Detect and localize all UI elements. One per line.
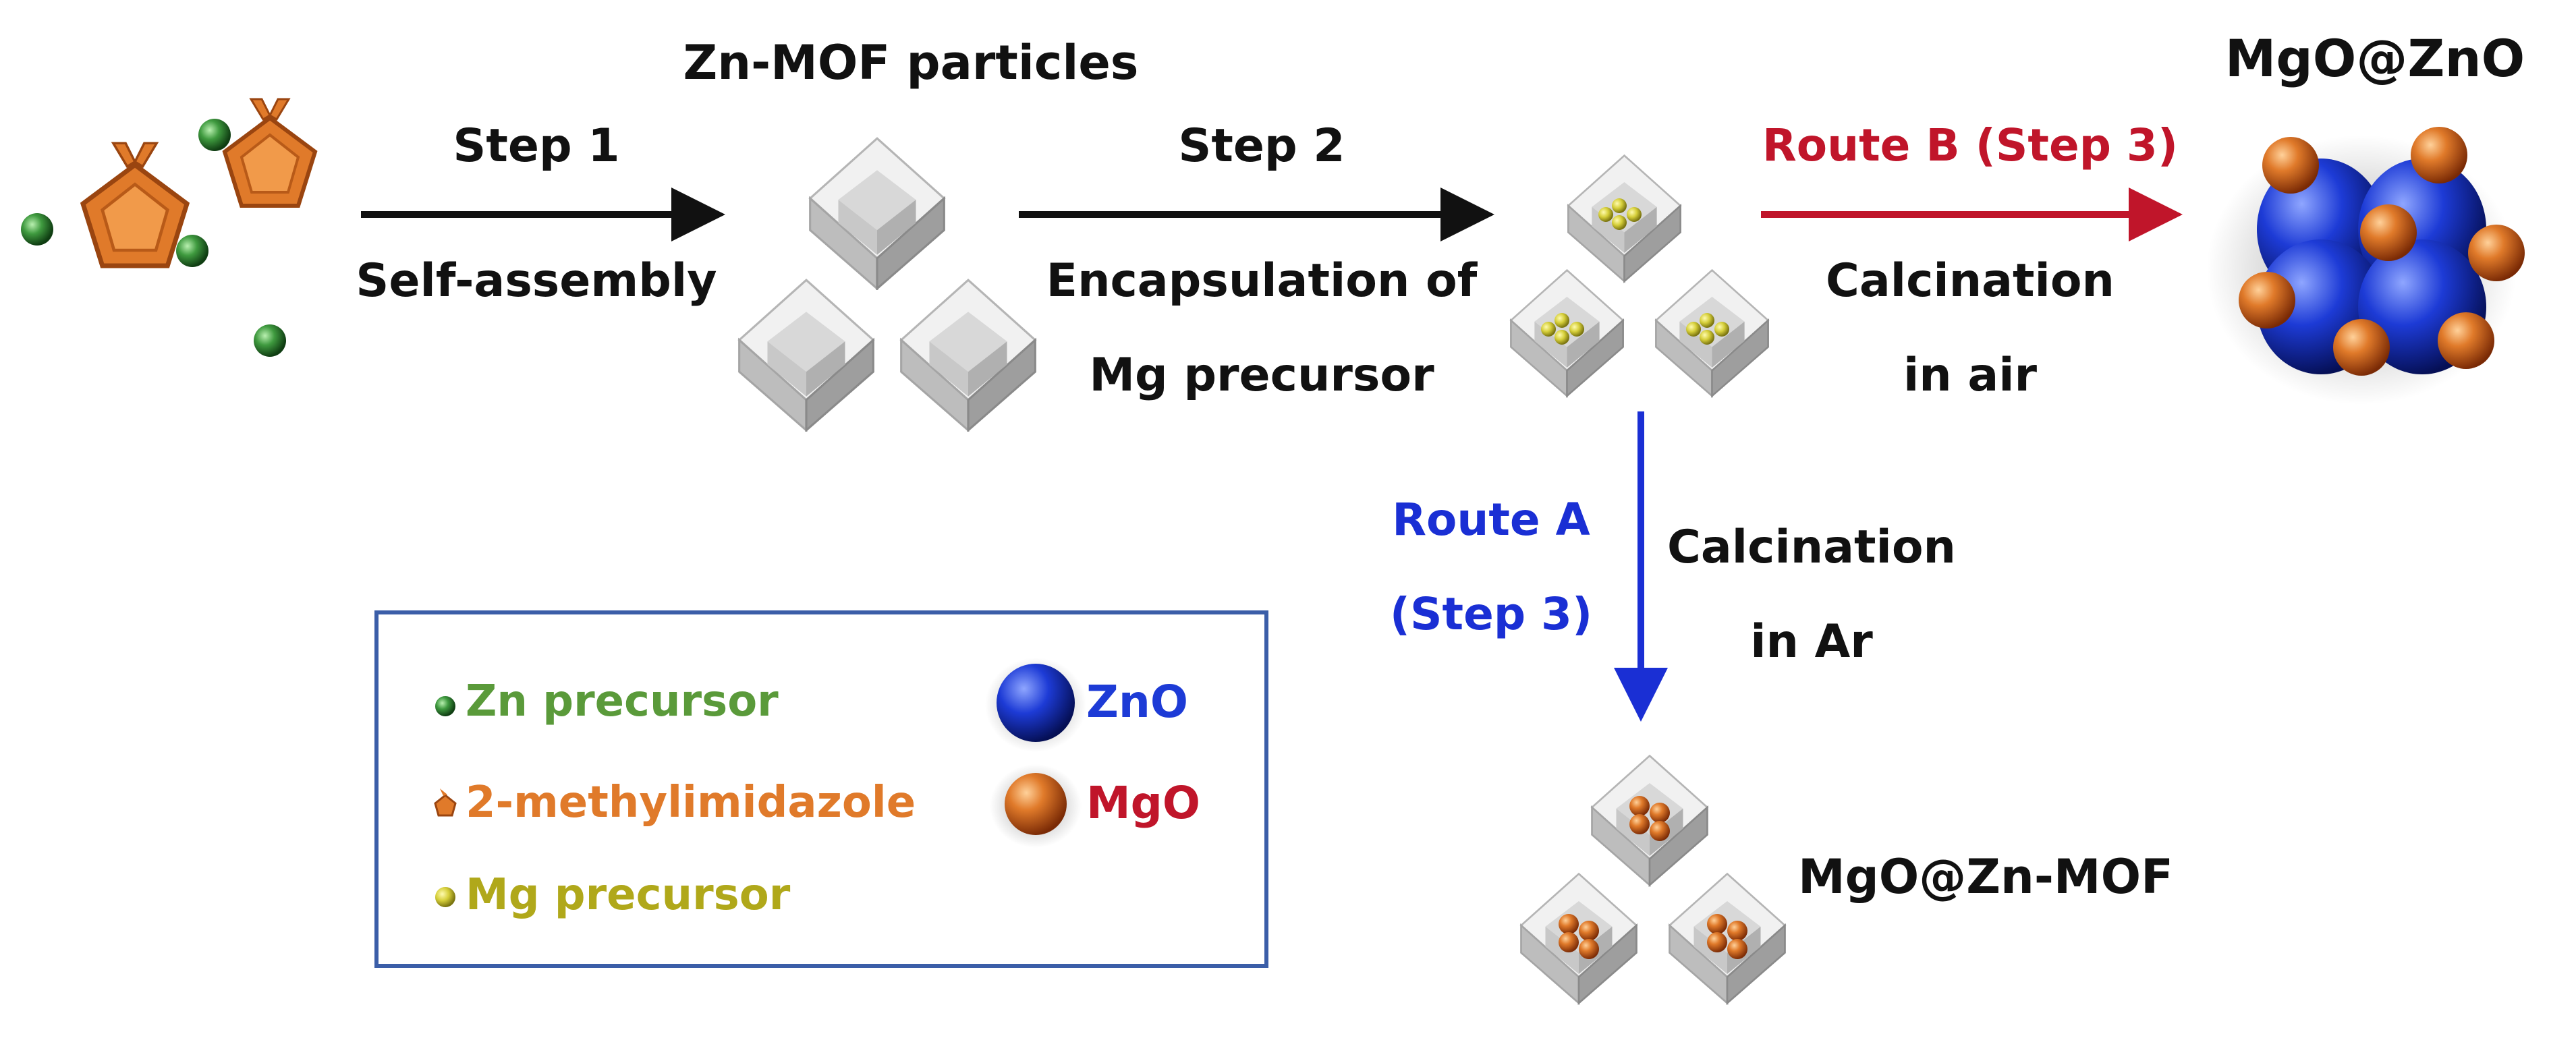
legend-graphics xyxy=(434,658,1086,907)
legend-methylimidazole: 2-methylimidazole xyxy=(466,778,916,828)
legend-zno-ball xyxy=(997,664,1075,742)
legend-zno: ZnO xyxy=(1086,676,1188,728)
mg-loaded-zn-mof-graphic xyxy=(1510,154,1769,397)
legend-mg-precursor: Mg precursor xyxy=(466,870,791,920)
zn-precursor-ball-3 xyxy=(176,235,208,267)
mgo-inclusions xyxy=(1559,796,1747,959)
legend-zn-swatch xyxy=(435,696,455,716)
legend-imidazole-swatch xyxy=(434,788,457,817)
mgo-at-zn-mof-label: MgO@Zn-MOF xyxy=(1798,849,2173,904)
legend-zn-precursor: Zn precursor xyxy=(466,677,779,726)
methylimidazole-molecule-1 xyxy=(83,143,187,266)
route-b-title: Route B (Step 3) xyxy=(1762,119,2179,171)
step2-subtitle-line1: Encapsulation of xyxy=(1046,254,1478,308)
mgo-at-zn-mof-graphic xyxy=(1520,755,1786,1004)
legend-mgo: MgO xyxy=(1086,777,1201,829)
zn-mof-cube-left xyxy=(738,279,874,432)
mgo-mof-cube-right xyxy=(1669,873,1786,1004)
reactants-group xyxy=(21,99,315,357)
step2-title: Step 2 xyxy=(1178,119,1345,173)
methylimidazole-molecule-2 xyxy=(225,99,315,206)
legend-mgo-ball xyxy=(1005,773,1067,835)
route-a-title-line1: Route A xyxy=(1392,494,1590,546)
zn-precursor-ball-2 xyxy=(21,213,53,246)
zn-precursor-ball-1 xyxy=(198,119,231,151)
legend-box xyxy=(374,610,1268,968)
zn-mof-particles-graphic xyxy=(738,137,1036,432)
step2-subtitle-line2: Mg precursor xyxy=(1089,349,1434,402)
route-b-subtitle-line2: in air xyxy=(1903,349,2038,402)
mgo-at-zno-graphic xyxy=(2206,127,2525,405)
route-a-subtitle-line2: in Ar xyxy=(1750,615,1873,668)
step1-subtitle: Self-assembly xyxy=(356,254,717,308)
step1-title: Step 1 xyxy=(453,119,620,173)
mgo-mof-cube-left xyxy=(1520,873,1637,1004)
zn-mof-cube-right xyxy=(900,279,1036,432)
mg-precursor-dots xyxy=(1541,198,1729,345)
zn-mof-cube-top xyxy=(809,137,945,290)
zn-mof-particles-label: Zn-MOF particles xyxy=(683,35,1139,90)
mgo-mof-cube-top xyxy=(1591,755,1708,886)
legend-mg-swatch xyxy=(435,887,455,907)
route-a-subtitle-line1: Calcination xyxy=(1667,521,1956,574)
mgo-at-zno-label: MgO@ZnO xyxy=(2224,28,2525,88)
route-b-subtitle-line1: Calcination xyxy=(1826,254,2115,308)
zn-precursor-ball-4 xyxy=(254,324,286,357)
route-a-title-line2: (Step 3) xyxy=(1389,588,1593,640)
